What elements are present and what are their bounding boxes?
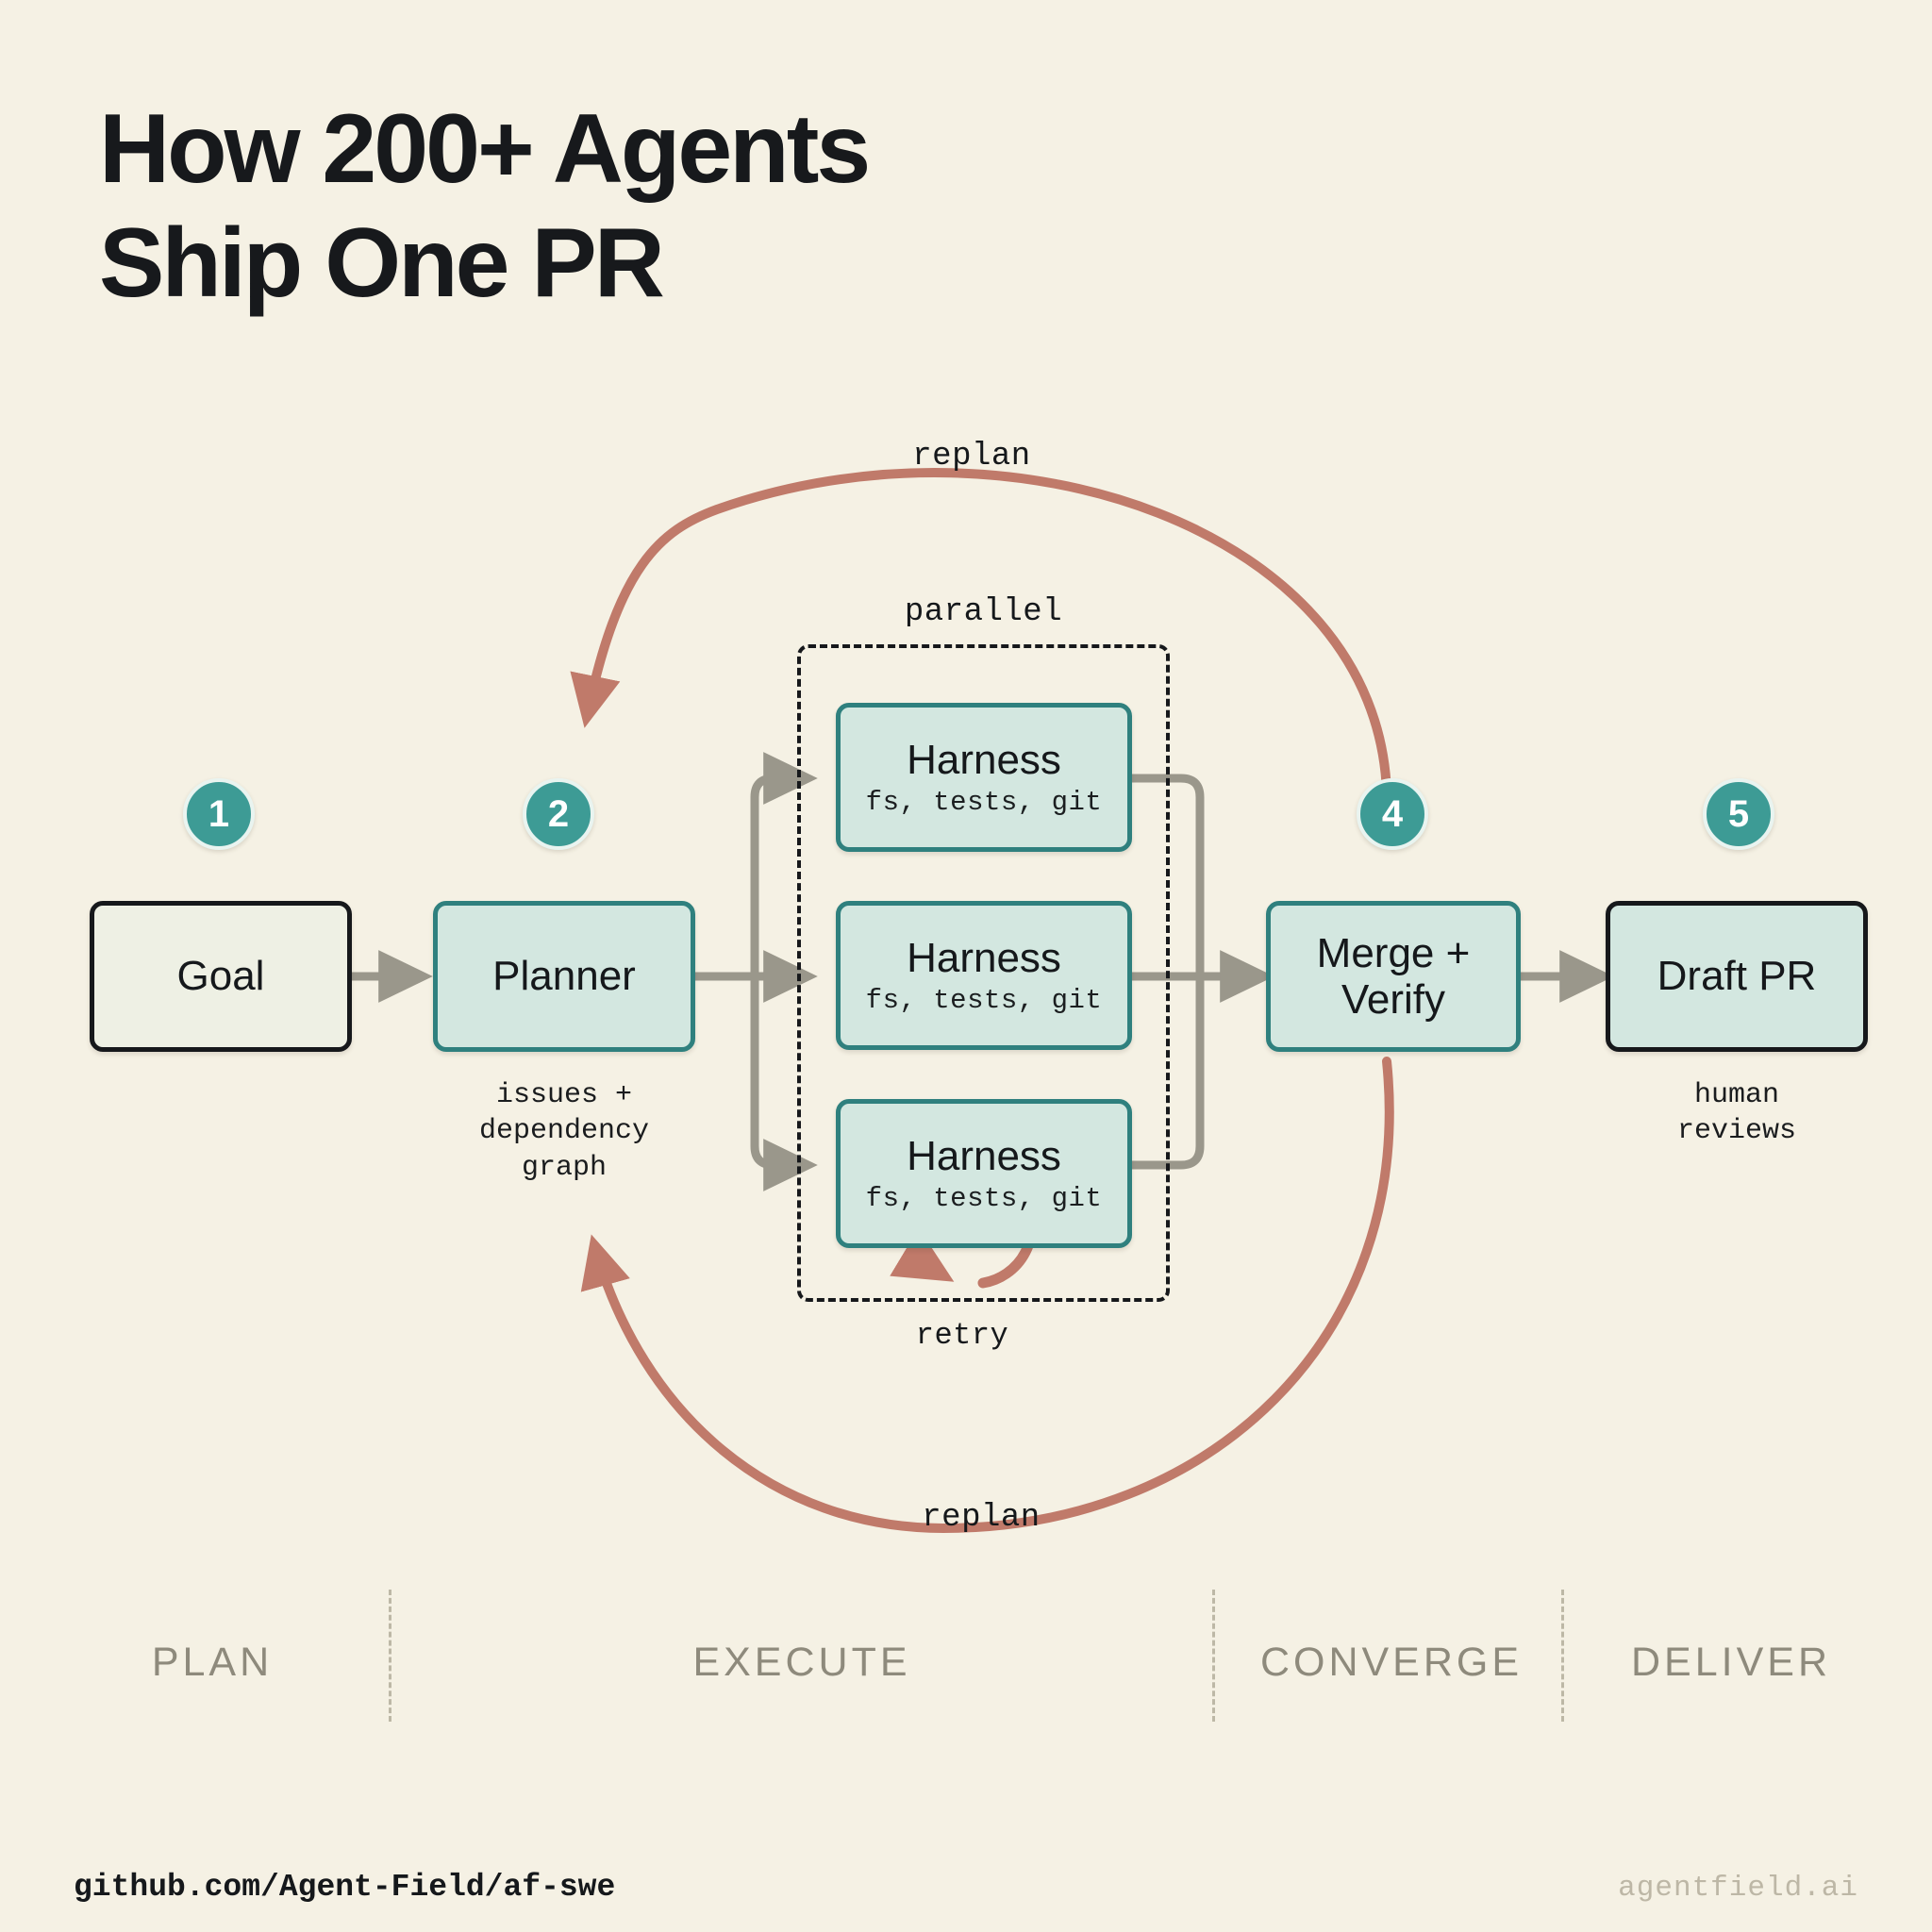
step-badge-4: 4 — [1357, 778, 1428, 850]
node-goal-label: Goal — [176, 953, 265, 1000]
parallel-group-box — [797, 644, 1170, 1302]
footer-repo-link[interactable]: github.com/Agent-Field/af-swe — [74, 1870, 616, 1905]
parallel-label: parallel — [904, 594, 1063, 630]
node-planner[interactable]: Planner — [433, 901, 695, 1052]
node-harness-1-sub: fs, tests, git — [865, 787, 1103, 819]
footer-site-watermark: agentfield.ai — [1618, 1872, 1858, 1905]
node-harness-3[interactable]: Harness fs, tests, git — [836, 1099, 1132, 1248]
node-harness-3-label: Harness — [907, 1132, 1061, 1179]
node-harness-2-sub: fs, tests, git — [865, 985, 1103, 1017]
phase-divider-1 — [389, 1590, 391, 1722]
phase-divider-3 — [1561, 1590, 1564, 1722]
node-harness-1-label: Harness — [907, 736, 1061, 783]
node-planner-label: Planner — [492, 953, 636, 1000]
retry-label: retry — [915, 1318, 1009, 1353]
planner-caption: issues + dependency graph — [478, 1079, 650, 1184]
node-harness-3-sub: fs, tests, git — [865, 1183, 1103, 1215]
step-badge-5: 5 — [1703, 778, 1774, 850]
replan-bottom-label: replan — [922, 1500, 1041, 1536]
node-harness-2-label: Harness — [907, 934, 1061, 981]
node-harness-2[interactable]: Harness fs, tests, git — [836, 901, 1132, 1050]
replan-top-label: replan — [912, 439, 1031, 475]
phase-label-converge: CONVERGE — [1259, 1640, 1524, 1685]
node-draft-pr-label: Draft PR — [1657, 953, 1817, 1000]
step-badge-2: 2 — [523, 778, 594, 850]
node-goal[interactable]: Goal — [90, 901, 352, 1052]
phase-label-deliver: DELIVER — [1630, 1640, 1831, 1685]
phase-label-plan: PLAN — [151, 1640, 274, 1685]
node-merge-verify[interactable]: Merge + Verify — [1266, 901, 1521, 1052]
node-draft-pr[interactable]: Draft PR — [1606, 901, 1868, 1052]
node-merge-verify-label: Merge + Verify — [1316, 929, 1471, 1023]
node-harness-1[interactable]: Harness fs, tests, git — [836, 703, 1132, 852]
draft-pr-caption: human reviews — [1676, 1079, 1797, 1148]
phase-divider-2 — [1212, 1590, 1215, 1722]
page-title: How 200+ Agents Ship One PR — [99, 94, 871, 318]
phase-label-execute: EXECUTE — [692, 1640, 911, 1685]
step-badge-1: 1 — [183, 778, 255, 850]
